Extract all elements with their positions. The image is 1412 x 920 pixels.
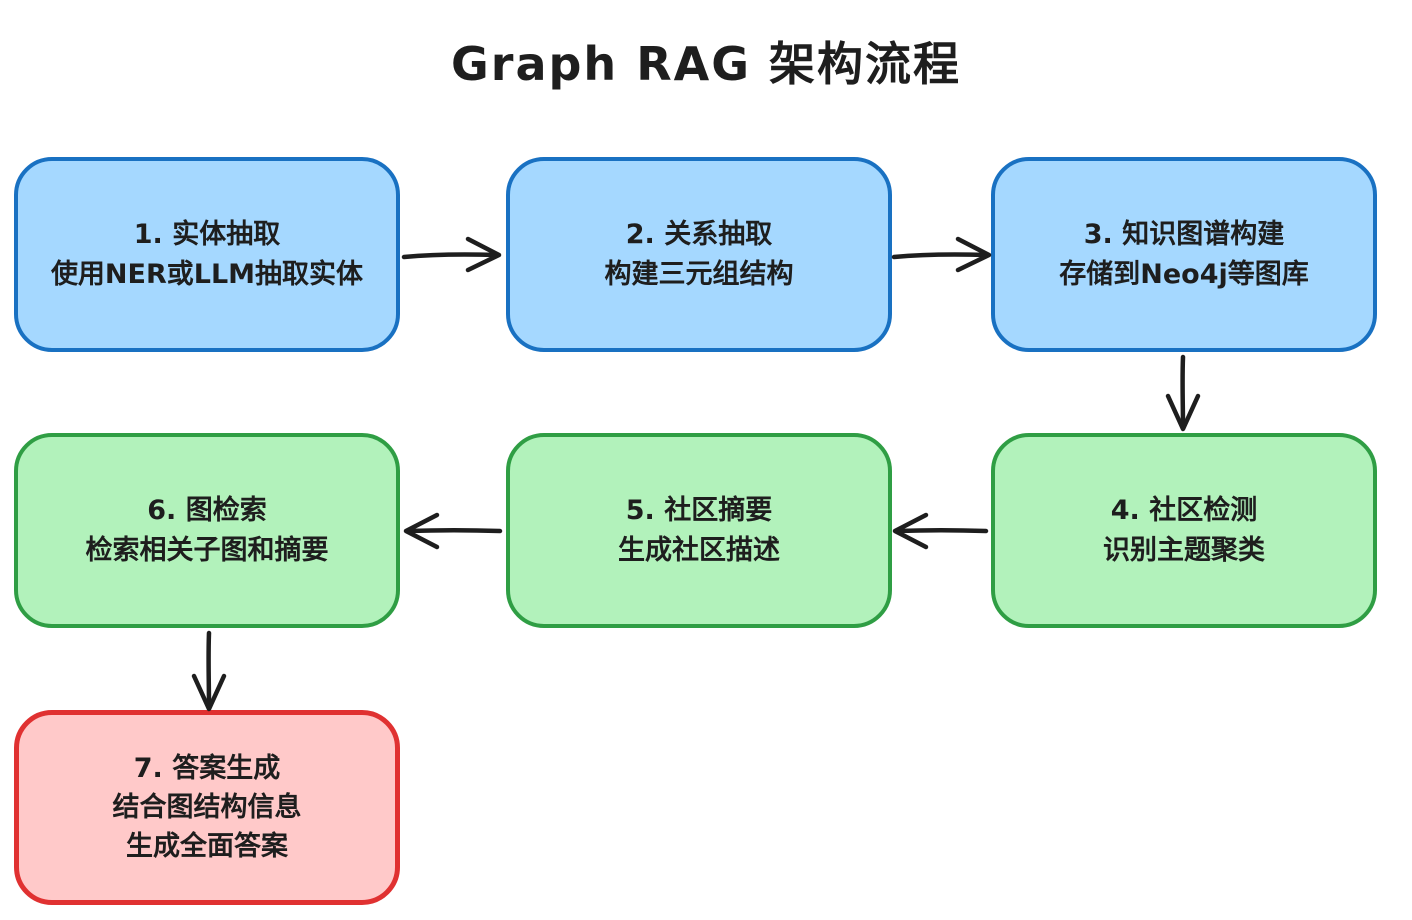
node-step-title: 3. 知识图谱构建 — [1083, 219, 1285, 251]
flow-node-answer-generation: 7. 答案生成 结合图结构信息 生成全面答案 — [14, 710, 400, 905]
node-step-title: 5. 社区摘要 — [625, 495, 773, 527]
node-step-title: 1. 实体抽取 — [133, 219, 281, 251]
flow-node-kg-construction: 3. 知识图谱构建 存储到Neo4j等图库 — [991, 157, 1377, 352]
arrow-step5-to-step6 — [403, 512, 503, 550]
arrow-step1-to-step2 — [401, 236, 502, 273]
node-step-subtitle: 识别主题聚类 — [1103, 534, 1265, 566]
arrow-step3-to-step4 — [1165, 354, 1201, 432]
node-step-title: 6. 图检索 — [147, 495, 267, 527]
node-step-subtitle: 生成全面答案 — [126, 831, 288, 863]
node-step-subtitle: 检索相关子图和摘要 — [85, 534, 329, 566]
node-step-title: 2. 关系抽取 — [625, 219, 773, 251]
node-step-subtitle: 生成社区描述 — [618, 534, 780, 566]
arrow-step4-to-step5 — [892, 512, 989, 550]
node-step-title: 4. 社区检测 — [1110, 495, 1258, 527]
arrow-step6-to-step7 — [191, 630, 227, 712]
node-step-subtitle: 构建三元组结构 — [604, 258, 794, 290]
flow-node-community-detection: 4. 社区检测 识别主题聚类 — [991, 433, 1377, 628]
diagram-title: Graph RAG 架构流程 — [451, 37, 961, 91]
flow-node-entity-extraction: 1. 实体抽取 使用NER或LLM抽取实体 — [14, 157, 400, 352]
node-step-subtitle: 使用NER或LLM抽取实体 — [50, 258, 364, 290]
flow-node-community-summary: 5. 社区摘要 生成社区描述 — [506, 433, 892, 628]
flow-node-graph-retrieval: 6. 图检索 检索相关子图和摘要 — [14, 433, 400, 628]
arrow-step2-to-step3 — [891, 236, 992, 273]
flow-node-relation-extraction: 2. 关系抽取 构建三元组结构 — [506, 157, 892, 352]
node-step-subtitle: 存储到Neo4j等图库 — [1059, 258, 1309, 290]
node-step-title: 7. 答案生成 — [133, 752, 281, 784]
node-step-subtitle: 结合图结构信息 — [112, 791, 302, 823]
